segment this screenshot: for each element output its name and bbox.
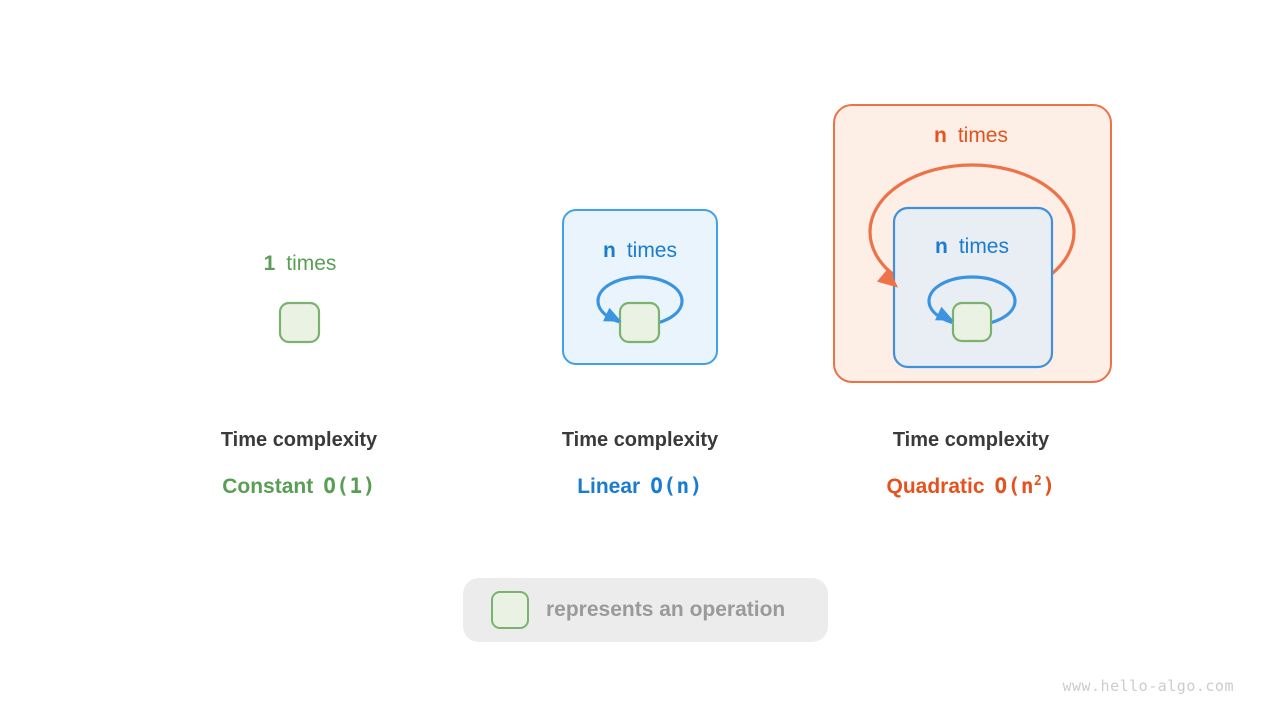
watermark: www.hello-algo.com bbox=[1062, 677, 1234, 695]
quadratic-outer-loop-arrowhead-icon bbox=[876, 267, 899, 288]
linear-complexity-label: Linear O(n) bbox=[510, 474, 770, 499]
constant-operation-square bbox=[278, 301, 321, 344]
quadratic-outer-loop-word: times bbox=[957, 124, 1008, 147]
quadratic-inner-loop-count: n bbox=[934, 235, 948, 258]
constant-loop-count: 1 bbox=[263, 252, 276, 275]
constant-panel-title: Time complexity bbox=[220, 429, 378, 451]
linear-complexity-name: Linear bbox=[577, 475, 641, 498]
quadratic-big-o-exponent: 2 bbox=[1033, 474, 1043, 489]
constant-big-o: O(1) bbox=[323, 474, 376, 498]
linear-panel-title: Time complexity bbox=[561, 429, 719, 451]
linear-operation-square bbox=[618, 301, 661, 344]
constant-complexity-name: Constant bbox=[222, 475, 314, 498]
quadratic-inner-loop-word: times bbox=[958, 235, 1009, 258]
quadratic-big-o-open: O(n bbox=[994, 474, 1034, 498]
quadratic-big-o-close: ) bbox=[1042, 474, 1056, 498]
linear-loop-word: times bbox=[626, 239, 677, 262]
quadratic-complexity-name: Quadratic bbox=[886, 475, 985, 498]
quadratic-big-o: O(n2) bbox=[995, 474, 1056, 498]
operation-square-icon bbox=[491, 591, 529, 629]
legend: represents an operation bbox=[463, 578, 828, 642]
quadratic-inner-loop-arrowhead-icon bbox=[935, 306, 954, 321]
constant-complexity-label: Constant O(1) bbox=[169, 474, 429, 499]
linear-loop-arrowhead-icon bbox=[603, 307, 622, 322]
linear-loop-count: n bbox=[602, 239, 616, 262]
quadratic-operation-square bbox=[951, 301, 993, 343]
linear-big-o: O(n) bbox=[650, 474, 703, 498]
quadratic-panel-title: Time complexity bbox=[892, 429, 1050, 451]
legend-label: represents an operation bbox=[546, 598, 786, 621]
quadratic-complexity-label: Quadratic O(n2) bbox=[841, 474, 1101, 499]
constant-loop-label: 1 times bbox=[200, 252, 400, 276]
quadratic-outer-loop-count: n bbox=[933, 124, 947, 147]
quadratic-inner-loop-box bbox=[892, 206, 1054, 369]
constant-loop-word: times bbox=[286, 252, 337, 275]
